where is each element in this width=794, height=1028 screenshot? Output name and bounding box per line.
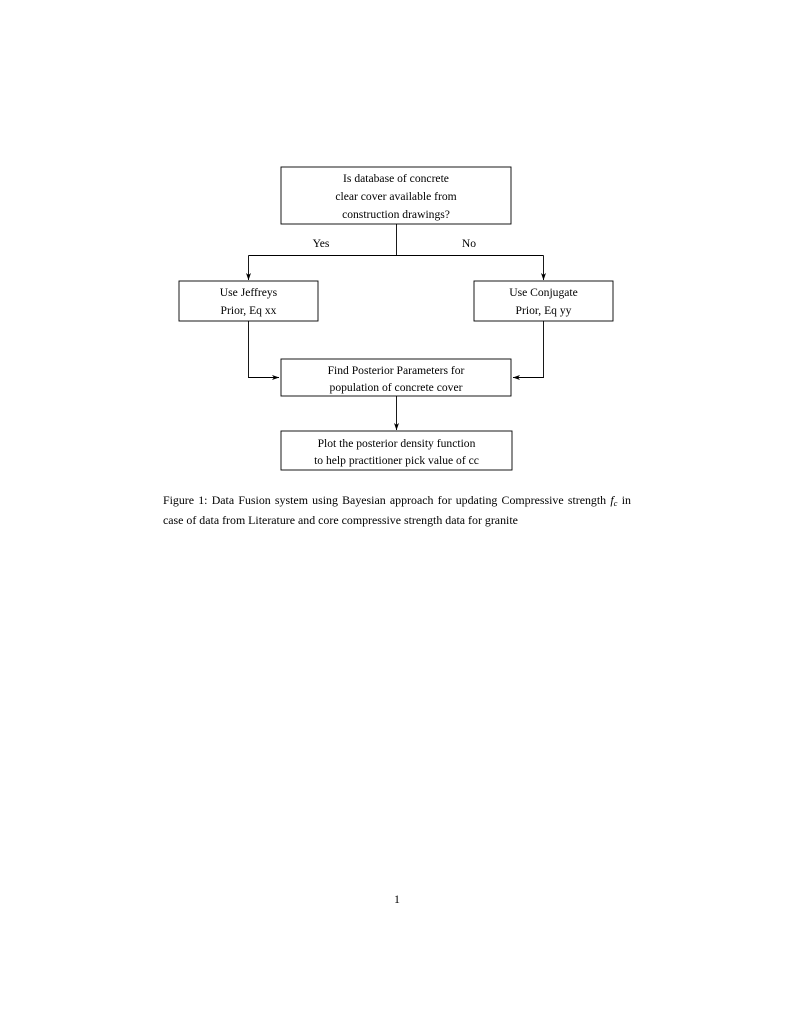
node-posterior-line-1: Find Posterior Parameters for bbox=[328, 364, 465, 377]
node-jeffreys-line-1: Use Jeffreys bbox=[220, 286, 278, 299]
figure-caption-math-base: f bbox=[610, 493, 614, 507]
figure-caption-text-before: Data Fusion system using Bayesian approa… bbox=[207, 493, 611, 507]
node-conjugate-line-2: Prior, Eq yy bbox=[516, 304, 572, 317]
node-plot-line-2: to help practitioner pick value of cc bbox=[314, 454, 479, 467]
node-decision-line-3: construction drawings? bbox=[342, 208, 450, 221]
flowchart-diagram: Is database of concrete clear cover avai… bbox=[178, 166, 614, 471]
connector-conjugate-to-posterior bbox=[512, 321, 544, 380]
node-jeffreys-line-2: Prior, Eq xx bbox=[221, 304, 277, 317]
figure-caption-math-subscript: c bbox=[613, 497, 618, 508]
node-posterior-line-2: population of concrete cover bbox=[330, 381, 463, 394]
connector-group bbox=[245, 224, 546, 431]
node-plot-line-1: Plot the posterior density function bbox=[318, 437, 476, 450]
figure-caption-text-after: in case of data from Literature and core… bbox=[163, 493, 631, 528]
node-plot-box[interactable] bbox=[280, 430, 513, 471]
node-conjugate-prior[interactable]: Use Conjugate Prior, Eq yy bbox=[473, 280, 614, 322]
node-jeffreys-prior[interactable]: Use Jeffreys Prior, Eq xx bbox=[178, 280, 319, 322]
figure-caption: Figure 1: Data Fusion system using Bayes… bbox=[163, 492, 631, 530]
node-decision[interactable]: Is database of concrete clear cover avai… bbox=[280, 166, 512, 225]
connector-jeffreys-to-posterior bbox=[248, 321, 280, 381]
node-decision-line-1: Is database of concrete bbox=[343, 172, 449, 185]
edge-label-yes: Yes bbox=[313, 237, 330, 250]
node-conjugate-line-1: Use Conjugate bbox=[509, 286, 578, 299]
node-jeffreys-box[interactable] bbox=[178, 280, 319, 322]
node-posterior-box[interactable] bbox=[280, 358, 512, 397]
figure-1: Is database of concrete clear cover avai… bbox=[0, 0, 794, 490]
page-number: 1 bbox=[394, 892, 400, 906]
node-plot-density[interactable]: Plot the posterior density function to h… bbox=[280, 430, 513, 471]
node-find-posterior[interactable]: Find Posterior Parameters for population… bbox=[280, 358, 512, 397]
edge-label-no: No bbox=[462, 237, 476, 250]
node-conjugate-box[interactable] bbox=[473, 280, 614, 322]
figure-caption-label: Figure 1: bbox=[163, 493, 208, 507]
node-decision-box[interactable] bbox=[280, 166, 512, 225]
node-decision-line-2: clear cover available from bbox=[335, 190, 456, 203]
